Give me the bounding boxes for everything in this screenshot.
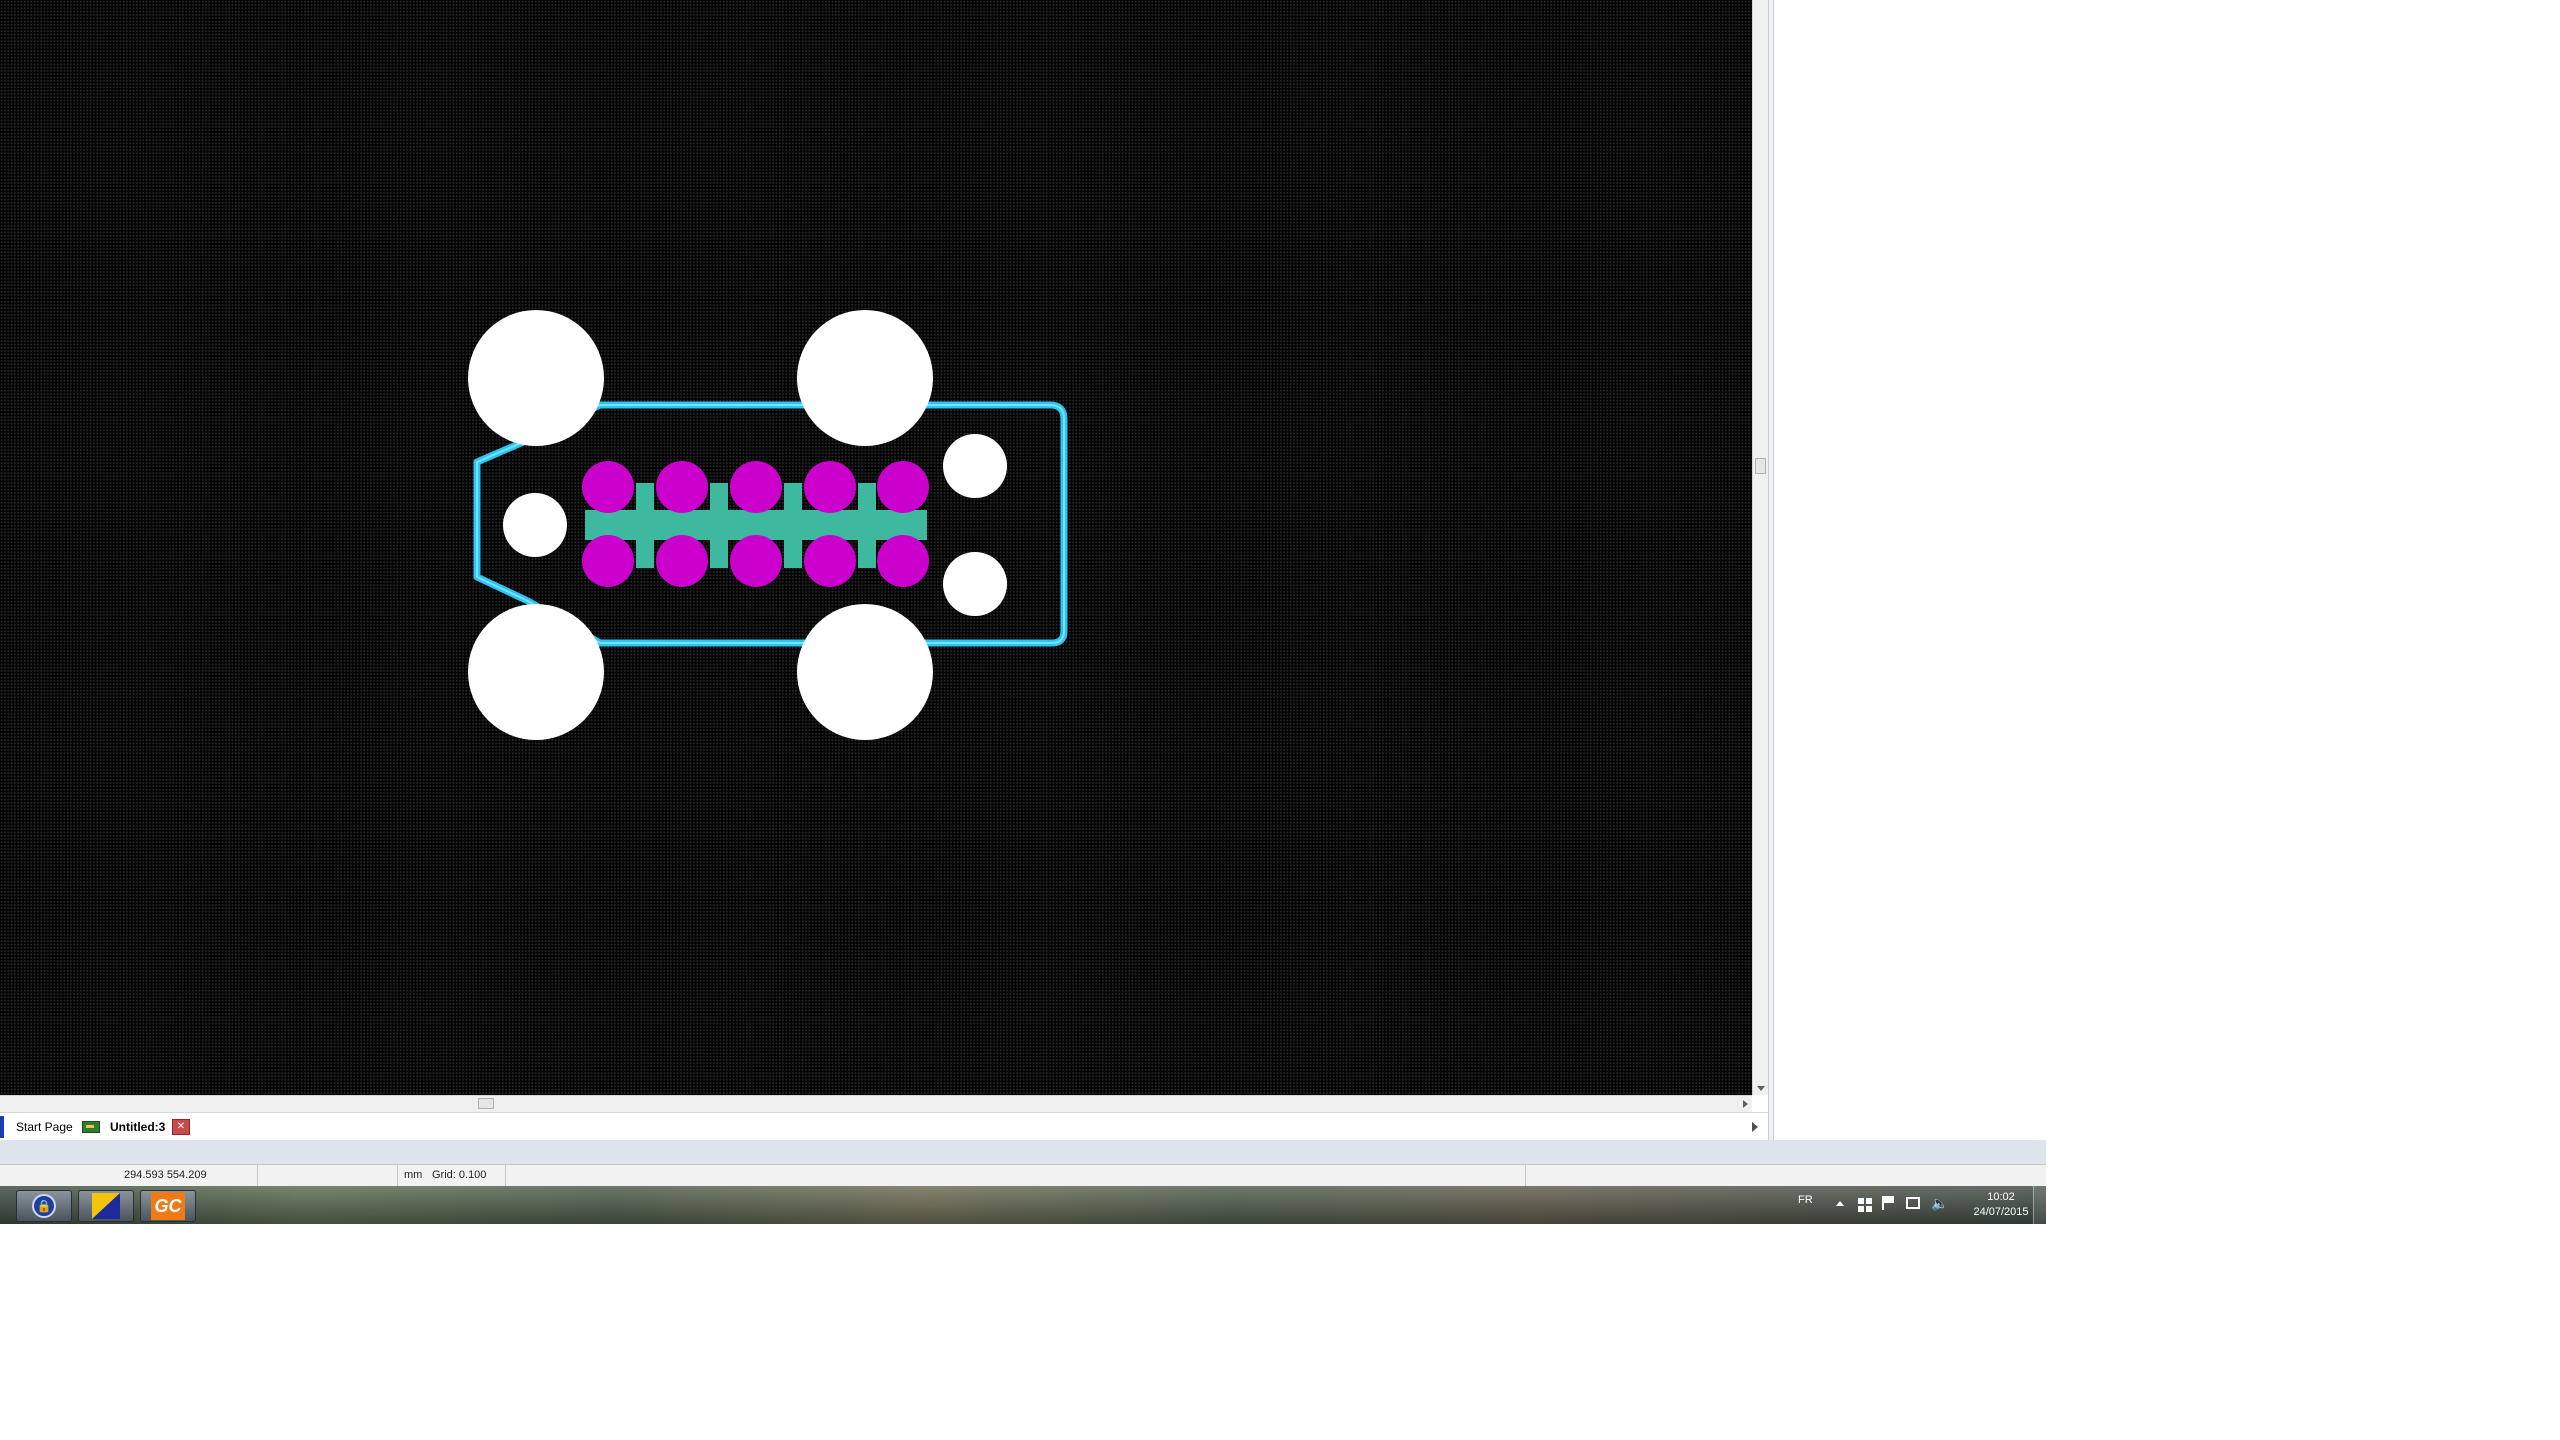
show-desktop-button[interactable] — [2033, 1186, 2046, 1224]
clock[interactable]: 10:02 24/07/2015 — [1966, 1190, 2036, 1220]
pad — [730, 461, 782, 513]
taskbar-app-2-button[interactable] — [78, 1190, 134, 1222]
vertical-scrollbar[interactable] — [1752, 0, 1768, 1095]
units-indicator[interactable]: mm — [404, 1169, 423, 1181]
document-tab-bar: Start Page Untitled:3 ✕ — [0, 1112, 1768, 1140]
lock-icon: 🔒 — [32, 1194, 56, 1218]
scroll-right-icon[interactable] — [1743, 1100, 1748, 1108]
scroll-down-icon[interactable] — [1757, 1086, 1765, 1091]
tab-untitled[interactable]: Untitled:3 — [82, 1116, 165, 1138]
pad — [877, 535, 929, 587]
network-icon[interactable] — [1906, 1197, 1920, 1209]
hole-small — [503, 493, 567, 557]
language-indicator[interactable]: FR — [1798, 1194, 1813, 1206]
mounting-holes — [468, 310, 1007, 740]
hole-large — [468, 310, 604, 446]
status-cell-message — [506, 1165, 1526, 1186]
grid-indicator[interactable]: Grid: 0.100 — [426, 1165, 506, 1186]
clock-time: 10:02 — [1987, 1191, 2015, 1203]
windows-icon[interactable] — [1858, 1198, 1872, 1212]
system-tray: FR 🔈 10:02 24/07/2015 — [1786, 1186, 2046, 1224]
horizontal-scroll-thumb[interactable] — [478, 1098, 494, 1109]
taskbar-gc-app-button[interactable]: GC — [140, 1190, 196, 1222]
copper-stubs — [636, 483, 876, 568]
close-icon[interactable]: ✕ — [172, 1119, 190, 1135]
pad — [656, 461, 708, 513]
yellow-blue-icon — [92, 1193, 120, 1219]
show-hidden-icons-icon[interactable] — [1836, 1201, 1844, 1206]
tab-start-page[interactable]: Start Page — [0, 1116, 73, 1138]
hole-large — [468, 604, 604, 740]
pad — [804, 461, 856, 513]
pcb-drawing[interactable] — [0, 0, 1752, 1095]
pcb-document-icon — [82, 1121, 100, 1133]
pad — [582, 535, 634, 587]
tab-untitled-label: Untitled:3 — [110, 1120, 166, 1134]
taskbar: 🔒 GC FR 🔈 10:02 24/07/2015 — [0, 1186, 2046, 1224]
status-bar: 294.593 554.209 mm Grid: 0.100 — [0, 1164, 2046, 1186]
taskbar-lock-app-button[interactable]: 🔒 — [16, 1190, 72, 1222]
hole-small — [943, 552, 1007, 616]
vertical-scroll-thumb[interactable] — [1755, 458, 1766, 474]
pad — [730, 535, 782, 587]
pcb-canvas[interactable] — [0, 0, 1752, 1095]
volume-icon[interactable]: 🔈 — [1931, 1195, 1949, 1211]
tab-scroll-right-icon[interactable] — [1752, 1122, 1758, 1132]
action-center-flag-icon[interactable] — [1882, 1196, 1896, 1210]
hole-small — [943, 434, 1007, 498]
pad — [877, 461, 929, 513]
status-bar-spacer — [0, 1140, 2046, 1164]
gc-app-icon: GC — [151, 1192, 185, 1220]
pads-top-row — [582, 461, 929, 513]
cursor-coordinates: 294.593 554.209 — [118, 1165, 258, 1186]
window-border — [1768, 0, 1774, 1140]
pad — [804, 535, 856, 587]
hole-large — [797, 310, 933, 446]
hole-large — [797, 604, 933, 740]
tab-start-page-label: Start Page — [16, 1120, 73, 1134]
pad — [582, 461, 634, 513]
pads-bottom-row — [582, 535, 929, 587]
status-cell-empty — [258, 1165, 398, 1186]
pad — [656, 535, 708, 587]
horizontal-scrollbar[interactable] — [0, 1095, 1752, 1112]
clock-date: 24/07/2015 — [1973, 1206, 2029, 1218]
